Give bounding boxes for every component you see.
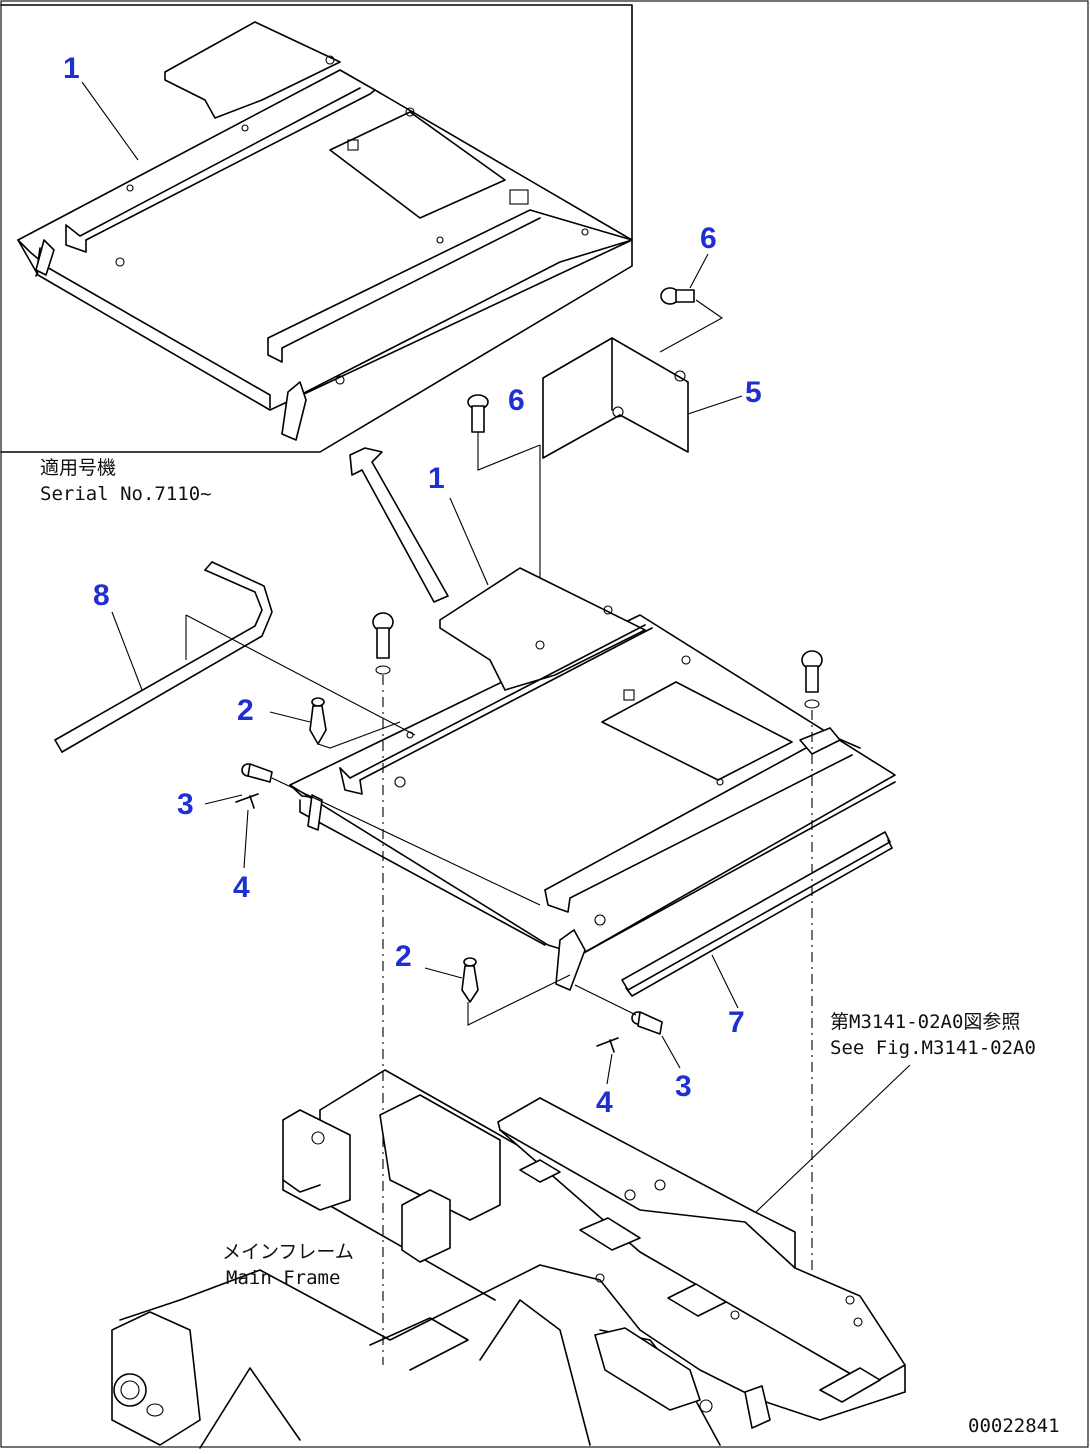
reference-leader bbox=[755, 1064, 911, 1213]
leader-3-left bbox=[204, 794, 243, 805]
leader-8 bbox=[111, 611, 143, 691]
callout-6-left: 6 bbox=[508, 384, 525, 417]
leader-2-left bbox=[269, 711, 311, 723]
clip-4-right bbox=[596, 1037, 619, 1053]
callout-4-right: 4 bbox=[596, 1086, 613, 1119]
callout-3-left: 3 bbox=[177, 788, 194, 821]
leader-7 bbox=[711, 954, 739, 1009]
latch-2-left bbox=[309, 697, 327, 745]
callout-6-upper: 6 bbox=[700, 222, 717, 255]
handrail-8 bbox=[54, 561, 273, 753]
main-cover-plate bbox=[289, 567, 896, 991]
callout-7: 7 bbox=[728, 1006, 745, 1039]
pin-3-left-path bbox=[271, 777, 541, 906]
inset-caption-en: Serial No.7110~ bbox=[40, 483, 212, 505]
bolt-6-upper bbox=[660, 287, 695, 305]
handrail-mount-line bbox=[185, 614, 416, 736]
callout-2-right: 2 bbox=[395, 940, 412, 973]
callout-1-main: 1 bbox=[428, 462, 445, 495]
drawing-number: 00022841 bbox=[968, 1415, 1060, 1437]
bolt-right-main bbox=[801, 650, 823, 709]
callout-8: 8 bbox=[93, 579, 110, 612]
callout-5: 5 bbox=[745, 376, 762, 409]
callout-2-left: 2 bbox=[237, 694, 254, 727]
leader-1-main bbox=[449, 497, 489, 586]
bolt-left-main bbox=[372, 612, 394, 675]
bolt-6-upper-path bbox=[659, 299, 724, 353]
latch-2-right-path bbox=[467, 974, 571, 1026]
leader-5 bbox=[687, 395, 743, 415]
reference-note-jp: 第M3141-02A0図参照 bbox=[830, 1011, 1020, 1033]
leader-6-upper bbox=[689, 253, 709, 289]
pin-3-right-path bbox=[574, 984, 637, 1016]
leader-3-right bbox=[661, 1035, 681, 1069]
inset-border bbox=[0, 4, 633, 453]
bolt-6-left bbox=[467, 394, 489, 433]
pin-3-left bbox=[241, 763, 273, 783]
callout-1-inset: 1 bbox=[63, 52, 80, 85]
inset-reference-arrow bbox=[349, 447, 449, 603]
rail-strip-7 bbox=[621, 831, 893, 997]
cover-bracket bbox=[542, 337, 689, 459]
leader-1-inset bbox=[81, 81, 139, 161]
clip-4-left bbox=[235, 793, 259, 809]
latch-2-left-path bbox=[317, 721, 401, 749]
bolt-6-left-path bbox=[477, 432, 541, 471]
pin-3-right bbox=[631, 1011, 663, 1035]
leader-2-right bbox=[424, 967, 463, 979]
inset-caption-jp: 適用号機 bbox=[40, 457, 116, 479]
main-frame bbox=[111, 1069, 906, 1449]
latch-2-right bbox=[461, 957, 479, 1003]
inset-cover-plate bbox=[17, 21, 633, 441]
callout-3-right: 3 bbox=[675, 1070, 692, 1103]
main-frame-label-jp: メインフレーム bbox=[222, 1241, 354, 1263]
reference-note-en: See Fig.M3141-02A0 bbox=[830, 1037, 1036, 1059]
callout-4-left: 4 bbox=[233, 871, 250, 904]
main-frame-label-en: Main Frame bbox=[226, 1267, 340, 1289]
leader-4-left bbox=[243, 809, 249, 869]
leader-4-right bbox=[606, 1053, 613, 1085]
